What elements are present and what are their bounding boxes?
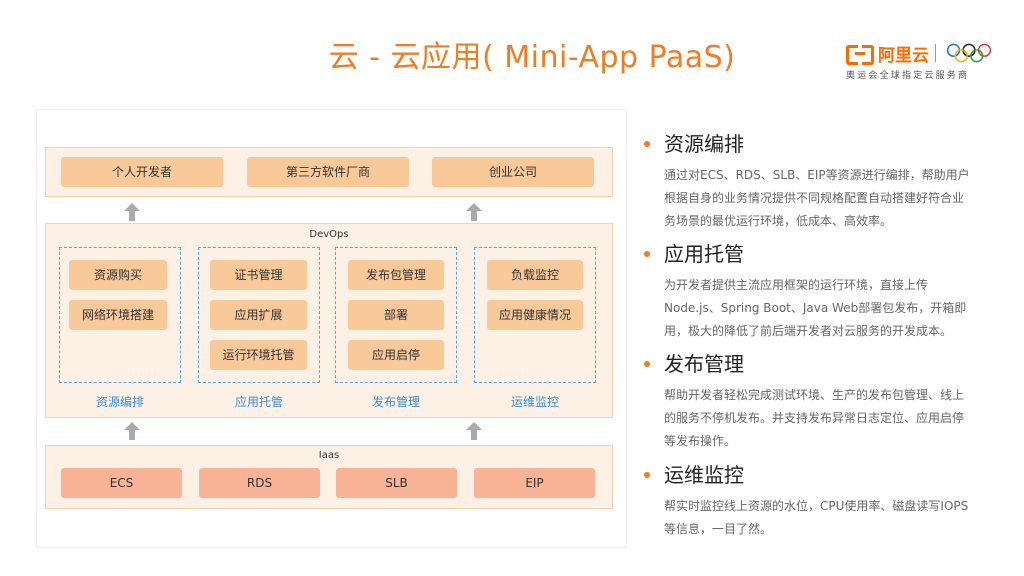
section-title: 资源编排 [642, 130, 1002, 158]
iaas-label: Iaas [318, 450, 340, 461]
group-label: 资源编排 [95, 395, 144, 409]
section-line: 的服务不停机发布。并支持发布异常日志定位、应用启停 [664, 411, 965, 425]
users-layer: 个人开发者 第三方软件厂商 创业公司 [45, 147, 613, 197]
iaas-item: EIP [474, 468, 595, 498]
section-line: 用，极大的降低了前后端开发者对云服务的开发成本。 [664, 324, 953, 338]
group-label: 应用托管 [234, 395, 283, 409]
devops-item: 应用健康情况 [487, 300, 583, 330]
section-body: 帮助开发者轻松完成测试环境、生产的发布包管理、线上 的服务不停机发布。并支持发布… [642, 384, 1002, 453]
section-line: 帮助开发者轻松完成测试环境、生产的发布包管理、线上 [664, 388, 965, 402]
section-resource-orchestration: 资源编排 通过对ECS、RDS、SLB、EIP等资源进行编排，帮助用户 根据自身… [642, 130, 1002, 233]
section-body: 帮实时监控线上资源的水位，CPU使用率、磁盘读写IOPS 等信息，一目了然。 [642, 495, 1002, 541]
page-title: 云 - 云应用( Mini-App PaaS) [328, 40, 736, 75]
iaas-item: ECS [61, 468, 182, 498]
devops-label: DevOps [309, 229, 349, 240]
group-release-management: 发布包管理 部署 应用启停 [335, 247, 457, 383]
devops-item: 发布包管理 [348, 260, 444, 290]
arrow-up-icon [466, 422, 482, 440]
section-line: 为开发者提供主流应用框架的运行环境，直接上传 [664, 278, 929, 292]
section-line: 务场景的最优运行环境，低成本、高效率。 [664, 214, 893, 228]
iaas-item: RDS [199, 468, 320, 498]
iaas-layer: Iaas ECS RDS SLB EIP [45, 445, 613, 509]
section-line: 根据自身的业务情况提供不同规格配置自动搭建好符合业 [664, 191, 965, 205]
group-ops-monitoring: 负载监控 应用健康情况 [474, 247, 596, 383]
logo-subtitle: 奥运会全球指定云服务商 [846, 71, 970, 81]
section-line: 等发布操作。 [664, 434, 737, 448]
iaas-item: SLB [336, 468, 457, 498]
arrow-up-icon [124, 203, 140, 221]
group-app-hosting: 证书管理 应用扩展 运行环境托管 [198, 247, 320, 383]
devops-item: 应用扩展 [210, 300, 307, 330]
user-box: 个人开发者 [61, 157, 223, 187]
section-ops-monitoring: 运维监控 帮实时监控线上资源的水位，CPU使用率、磁盘读写IOPS 等信息，一目… [642, 461, 1002, 541]
devops-item: 部署 [348, 300, 444, 330]
group-resource-orchestration: 资源购买 网络环境搭建 [59, 247, 181, 383]
devops-item: 证书管理 [210, 260, 307, 290]
devops-item: 网络环境搭建 [69, 300, 167, 330]
section-line: Node.js、Spring Boot、Java Web部署包发布，开箱即 [664, 301, 967, 315]
architecture-diagram: 个人开发者 第三方软件厂商 创业公司 DevOps 资源购买 网络环境搭建 证书… [36, 109, 627, 548]
user-box: 第三方软件厂商 [247, 157, 409, 187]
section-line: 等信息，一目了然。 [664, 522, 773, 536]
group-label: 运维监控 [510, 395, 559, 409]
section-release-management: 发布管理 帮助开发者轻松完成测试环境、生产的发布包管理、线上 的服务不停机发布。… [642, 350, 1002, 453]
logo-separator [935, 44, 936, 62]
arrow-up-icon [124, 422, 140, 440]
arrow-up-icon [466, 203, 482, 221]
section-app-hosting: 应用托管 为开发者提供主流应用框架的运行环境，直接上传 Node.js、Spri… [642, 240, 1002, 343]
user-box: 创业公司 [432, 157, 594, 187]
section-title: 应用托管 [642, 240, 1002, 268]
aliyun-logo: 阿里云 奥运会全球指定云服务商 [846, 40, 1006, 84]
aliyun-bracket-icon [846, 45, 874, 65]
section-line: 帮实时监控线上资源的水位，CPU使用率、磁盘读写IOPS [664, 499, 969, 513]
devops-item: 资源购买 [69, 260, 167, 290]
devops-item: 负载监控 [487, 260, 583, 290]
devops-item: 应用启停 [348, 340, 444, 370]
section-body: 为开发者提供主流应用框架的运行环境，直接上传 Node.js、Spring Bo… [642, 274, 1002, 343]
section-line: 通过对ECS、RDS、SLB、EIP等资源进行编排，帮助用户 [664, 168, 970, 182]
section-body: 通过对ECS、RDS、SLB、EIP等资源进行编排，帮助用户 根据自身的业务情况… [642, 164, 1002, 233]
olympic-rings-icon [946, 43, 992, 63]
section-title: 发布管理 [642, 350, 1002, 378]
devops-item: 运行环境托管 [210, 340, 307, 370]
group-label: 发布管理 [371, 395, 420, 409]
section-title: 运维监控 [642, 461, 1002, 489]
logo-text: 阿里云 [878, 45, 929, 66]
devops-layer: DevOps 资源购买 网络环境搭建 证书管理 应用扩展 运行环境托管 发布包管… [45, 223, 613, 418]
